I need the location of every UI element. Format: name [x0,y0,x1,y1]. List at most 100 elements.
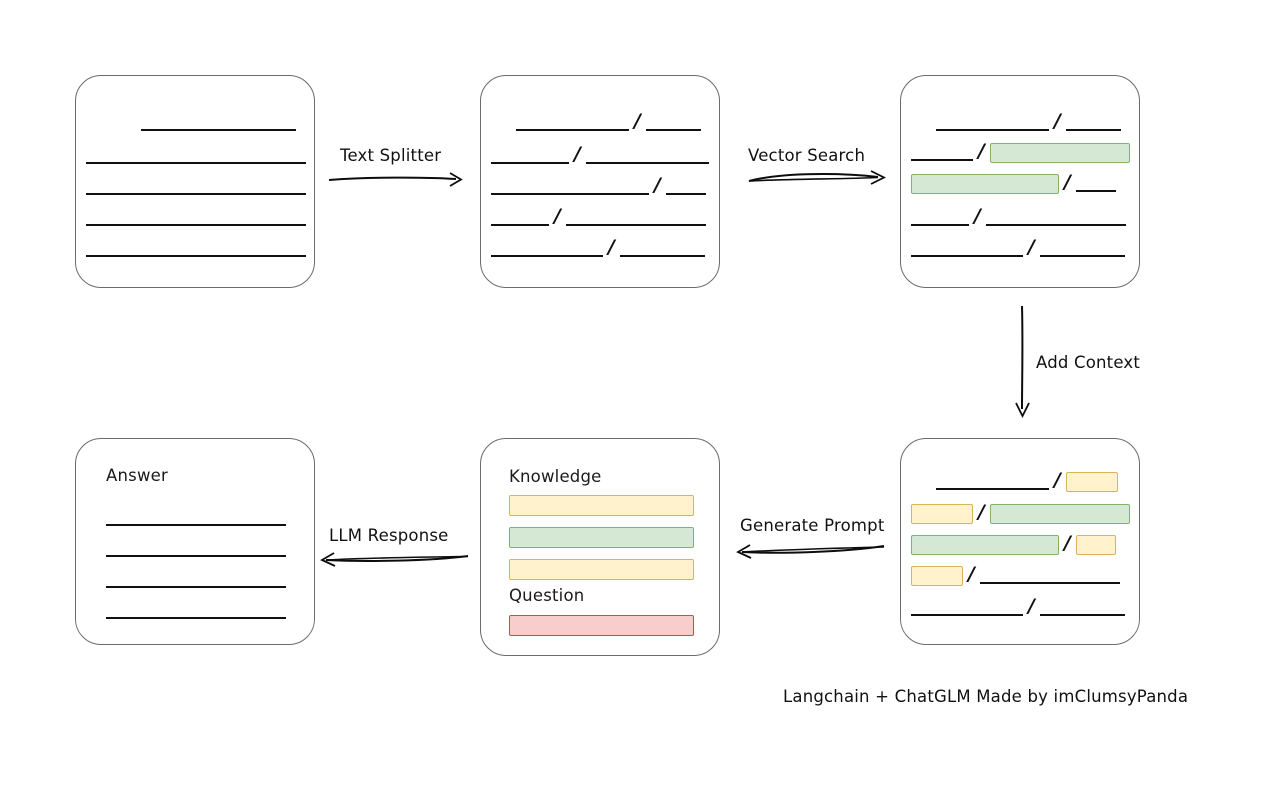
knowledge-bar [509,559,694,580]
segment-separator-icon: / [1054,109,1061,132]
text-line-segment [911,224,969,226]
arrow-text-splitter [328,172,463,187]
text-line-segment [619,255,705,257]
knowledge-title: Knowledge [509,467,602,486]
document-line-row: / [491,235,705,260]
retrieved-chunk-highlight [989,504,1130,524]
text-line-segment [665,193,706,195]
segment-separator-icon: / [1054,468,1061,491]
text-line-segment [936,488,1049,490]
document-line-row: / [936,109,1121,134]
document-line-row: / [911,204,1126,229]
knowledge-bar [509,527,694,548]
context-document-box: / / / / / [900,438,1140,645]
text-line-segment [106,586,286,588]
knowledge-bar [509,495,694,516]
text-line-segment [1039,255,1125,257]
document-line-row: / [911,500,1130,525]
matched-document-box: / / / / / [900,75,1140,288]
text-line-segment [985,224,1126,226]
context-chunk-highlight [911,504,973,524]
text-line-segment [645,129,701,131]
document-line-row: / [491,173,706,198]
segment-separator-icon: / [1028,235,1035,258]
text-line-segment [911,614,1023,616]
arrow-vector-search [748,170,887,185]
document-line-row: / [911,170,1116,195]
context-chunk-highlight [1075,535,1116,555]
segment-separator-icon: / [978,500,985,523]
context-chunk-highlight [1065,472,1118,492]
arrow-llm-response [320,552,469,567]
retrieved-chunk-highlight [989,143,1130,163]
document-line-row: / [491,204,706,229]
segment-separator-icon: / [634,109,641,132]
segment-separator-icon: / [554,204,561,227]
document-line-row: / [911,531,1116,556]
segment-separator-icon: / [1064,170,1071,193]
text-line-segment [565,224,706,226]
text-line-segment [106,555,286,557]
diagram-caption: Langchain + ChatGLM Made by imClumsyPand… [783,687,1189,706]
document-line-row: / [911,139,1130,164]
retrieved-chunk-highlight [911,174,1059,194]
segment-separator-icon: / [974,204,981,227]
arrow-add-context [1015,305,1030,419]
arrow-generate-prompt [736,544,885,559]
document-line-row: / [516,109,701,134]
text-line-segment [491,255,603,257]
edge-label-llm-response: LLM Response [329,526,449,545]
text-line-segment [491,224,549,226]
prompt-document-box: Knowledge Question [480,438,720,656]
document-line-row [106,507,286,529]
segment-separator-icon: / [654,173,661,196]
retrieved-chunk-highlight [911,535,1059,555]
text-line-segment [911,255,1023,257]
document-line-row [76,238,316,260]
document-line-row [76,145,316,167]
segment-separator-icon: / [574,142,581,165]
segment-separator-icon: / [978,139,985,162]
question-bar [509,615,694,636]
text-line-segment [911,159,973,161]
document-line-row [76,207,316,229]
document-line-row [106,569,286,591]
text-line-segment [86,224,306,226]
split-document-box: / / / / / [480,75,720,288]
segment-separator-icon: / [1064,531,1071,554]
source-document-box [75,75,315,288]
document-line-row [106,600,286,622]
document-line-row: / [491,142,709,167]
document-line-row: / [911,562,1120,587]
edge-label-text-splitter: Text Splitter [340,146,442,165]
context-chunk-highlight [911,566,963,586]
document-line-row [106,538,286,560]
text-line-segment [936,129,1049,131]
text-line-segment [106,524,286,526]
edge-label-generate-prompt: Generate Prompt [740,516,885,535]
segment-separator-icon: / [608,235,615,258]
text-line-segment [106,617,286,619]
segment-separator-icon: / [1028,594,1035,617]
text-line-segment [516,129,629,131]
text-line-segment [1039,614,1125,616]
text-line-segment [86,193,306,195]
text-line-segment [491,162,569,164]
document-line-row [76,112,316,134]
text-line-segment [1065,129,1121,131]
document-line-row: / [911,235,1125,260]
text-line-segment [1075,190,1116,192]
edge-label-add-context: Add Context [1036,353,1141,372]
segment-separator-icon: / [968,562,975,585]
answer-title: Answer [106,466,168,485]
text-line-segment [141,129,296,131]
edge-label-vector-search: Vector Search [748,146,866,165]
document-line-row [76,176,316,198]
answer-document-box: Answer [75,438,315,645]
text-line-segment [86,255,306,257]
document-line-row: / [911,594,1125,619]
text-line-segment [979,582,1120,584]
document-line-row: / [936,468,1118,493]
text-line-segment [585,162,709,164]
